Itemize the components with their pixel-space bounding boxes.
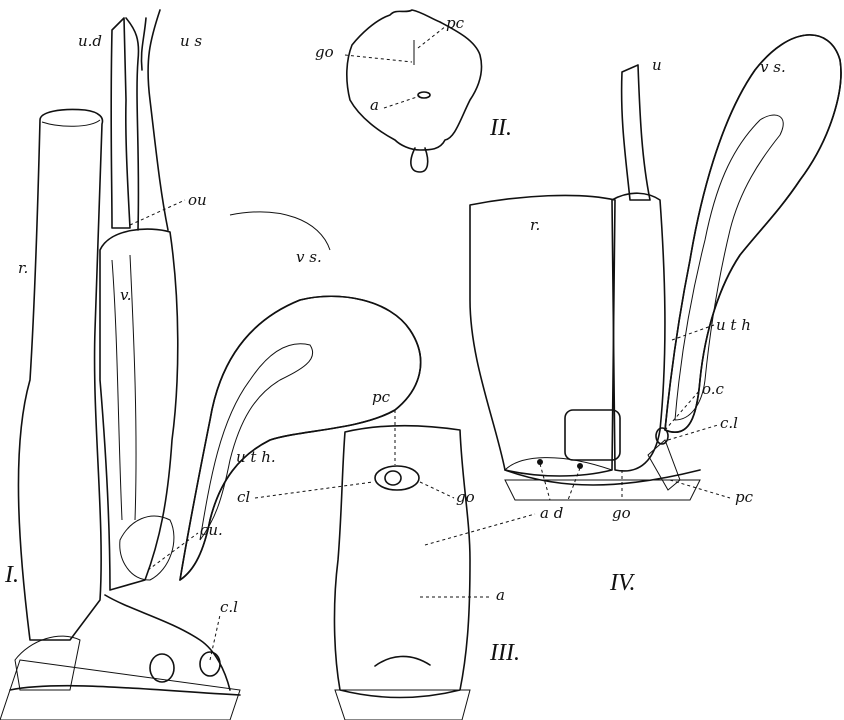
fig1-rectum xyxy=(18,109,102,640)
figure-1: u.d u s ou v s. r. v. u t h. cu. c.l I. xyxy=(0,10,421,720)
fig3-label-a: a xyxy=(496,586,505,604)
fig1-label-v: v. xyxy=(120,286,131,304)
fig3-label-cl: cl xyxy=(237,488,250,506)
fig2-number: II. xyxy=(489,115,512,141)
fig2-label-go: go xyxy=(315,43,334,61)
fig4-label-oc: o.c xyxy=(702,380,725,398)
fig4-label-cl: c.l xyxy=(720,414,738,432)
fig4-label-u: u xyxy=(652,56,662,74)
fig3-label-pc: pc xyxy=(372,388,391,406)
fig1-label-r: r. xyxy=(18,259,28,277)
fig4-ureter xyxy=(622,65,650,200)
fig4-label-vs: v s. xyxy=(760,58,786,76)
fig1-ureter-d xyxy=(111,18,130,228)
fig1-number: I. xyxy=(4,562,19,588)
fig1-label-cu: cu. xyxy=(200,521,223,539)
fig3-number: III. xyxy=(489,640,520,666)
fig4-label-ad: a d xyxy=(540,504,563,522)
fig1-label-vs: v s. xyxy=(296,248,322,266)
fig3-label-go: go xyxy=(456,488,475,506)
fig4-rectum xyxy=(470,195,615,476)
fig1-label-ou: ou xyxy=(188,191,207,209)
fig1-label-uth: u t h. xyxy=(236,448,276,466)
fig2-label-a: a xyxy=(370,96,379,114)
fig1-label-cl: c.l xyxy=(220,598,238,616)
fig4-label-r: r. xyxy=(530,216,540,234)
fig4-label-uth: u t h xyxy=(716,316,751,334)
fig4-vesicula xyxy=(665,35,841,432)
figure-2: go pc a II. xyxy=(315,10,512,172)
fig4-number: IV. xyxy=(609,570,636,596)
fig4-label-pc: pc xyxy=(735,488,754,506)
fig1-label-ud: u.d xyxy=(78,32,102,50)
fig2-label-pc: pc xyxy=(446,14,465,32)
figure-4: u v s. r. u t h o.c c.l a d go pc IV. xyxy=(425,35,841,596)
fig1-vagina xyxy=(100,229,178,590)
fig1-label-us: u s xyxy=(180,32,202,50)
fig4-label-go: go xyxy=(612,504,631,522)
